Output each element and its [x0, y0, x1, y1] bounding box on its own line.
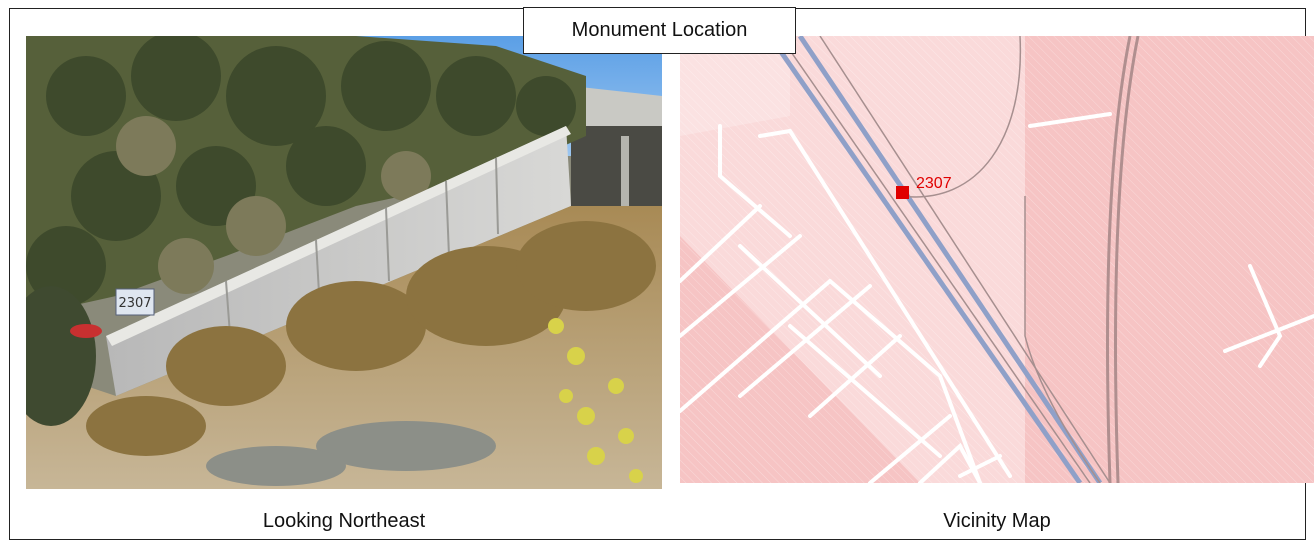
site-photo-illustration: 2307	[26, 36, 662, 489]
red-survey-marker	[70, 324, 102, 338]
wall-cap	[106, 126, 571, 346]
photo-caption: Looking Northeast	[262, 510, 426, 532]
street-network	[680, 112, 1314, 483]
gravel	[206, 421, 496, 486]
monument-marker-label: 2307	[916, 175, 952, 192]
brush-clumps	[26, 36, 576, 306]
map-caption: Vicinity Map	[943, 510, 1051, 532]
dry-brush	[116, 116, 431, 294]
foreground-bush	[26, 286, 96, 426]
overpass-pillar	[621, 136, 629, 206]
page-title: Monument Location	[523, 7, 796, 54]
minor-lines	[779, 36, 1111, 483]
vicinity-map: 2307	[680, 36, 1314, 483]
monument-sign	[115, 288, 155, 316]
dry-grass	[86, 221, 656, 456]
freeway	[1106, 36, 1140, 483]
monument-sign-text: 2307	[118, 296, 151, 311]
yellow-flowers	[548, 318, 643, 483]
monument-marker[interactable]	[896, 186, 909, 199]
overpass-shadow	[571, 126, 662, 216]
vicinity-map-drawing: 2307	[680, 36, 1314, 483]
rail-lines	[767, 36, 1103, 483]
map-hatching	[680, 36, 1314, 483]
site-photo: 2307	[26, 36, 662, 489]
